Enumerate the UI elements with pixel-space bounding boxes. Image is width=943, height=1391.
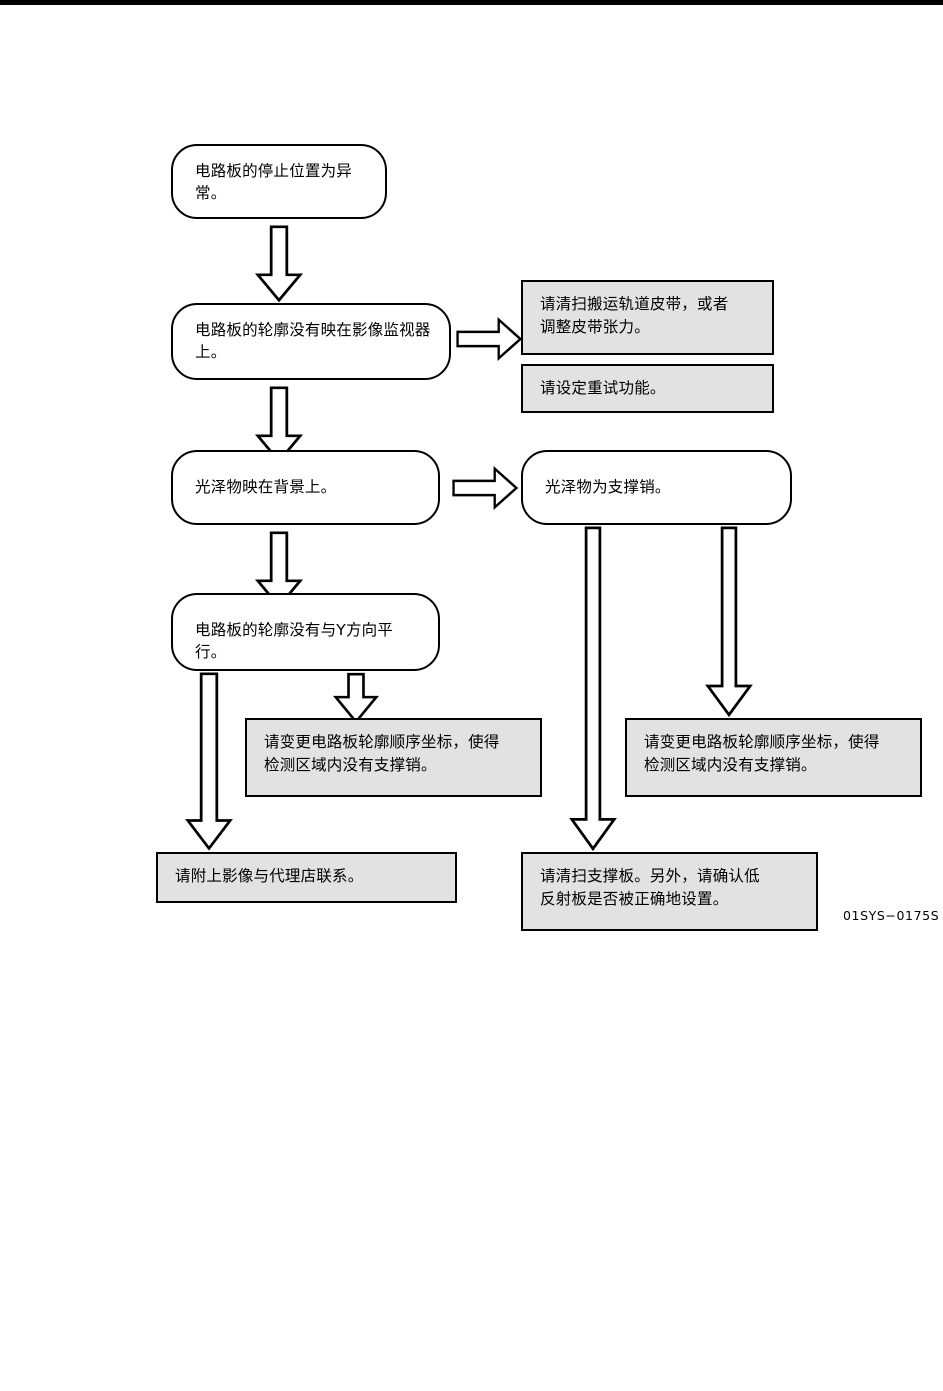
- node-label: 电路板的轮廓没有与Y方向平行。: [195, 621, 394, 662]
- action-label: 请附上影像与代理店联系。: [175, 867, 364, 885]
- figure-code-label: 01SYS−0175S: [843, 908, 940, 923]
- page-top-rule: [0, 0, 943, 5]
- action-change-outline-coords-right: 请变更电路板轮廓顺序坐标，使得 检测区域内没有支撑销。: [625, 718, 922, 797]
- action-label: 请变更电路板轮廓顺序坐标，使得 检测区域内没有支撑销。: [264, 733, 500, 775]
- arrow-n3-to-n4: [452, 466, 519, 510]
- node-board-stop-position-abnormal: 电路板的停止位置为异常。: [171, 144, 387, 219]
- action-label: 请清扫支撑板。另外，请确认低 反射板是否被正确地设置。: [540, 867, 760, 909]
- node-label: 光泽物映在背景上。: [195, 478, 337, 496]
- node-label: 光泽物为支撑销。: [545, 478, 671, 496]
- node-glossy-object-on-background: 光泽物映在背景上。: [171, 450, 440, 525]
- arrow-n2-to-a1: [456, 317, 523, 361]
- action-clean-support-plate: 请清扫支撑板。另外，请确认低 反射板是否被正确地设置。: [521, 852, 818, 931]
- action-label: 请变更电路板轮廓顺序坐标，使得 检测区域内没有支撑销。: [644, 733, 880, 775]
- action-clean-conveyor-belt: 请清扫搬运轨道皮带，或者 调整皮带张力。: [521, 280, 774, 355]
- arrow-n5-to-a3: [332, 672, 380, 724]
- action-set-retry-function: 请设定重试功能。: [521, 364, 774, 413]
- action-label: 请设定重试功能。: [540, 379, 666, 397]
- arrow-n4-to-a6: [569, 526, 617, 852]
- node-glossy-object-is-support-pin: 光泽物为支撑销。: [521, 450, 792, 525]
- node-label: 电路板的停止位置为异常。: [195, 162, 353, 203]
- node-board-outline-not-parallel-y: 电路板的轮廓没有与Y方向平行。: [171, 593, 440, 671]
- node-board-outline-not-on-monitor: 电路板的轮廓没有映在影像监视器 上。: [171, 303, 451, 380]
- arrow-n4-to-a4: [705, 526, 753, 718]
- arrow-n2-to-n3: [254, 386, 304, 464]
- action-contact-dealer-with-image: 请附上影像与代理店联系。: [156, 852, 457, 903]
- action-change-outline-coords-middle: 请变更电路板轮廓顺序坐标，使得 检测区域内没有支撑销。: [245, 718, 542, 797]
- node-label: 电路板的轮廓没有映在影像监视器 上。: [195, 321, 431, 362]
- action-label: 请清扫搬运轨道皮带，或者 调整皮带张力。: [540, 295, 729, 337]
- arrow-n1-to-n2: [254, 225, 304, 303]
- arrow-n5-to-a5: [185, 672, 233, 852]
